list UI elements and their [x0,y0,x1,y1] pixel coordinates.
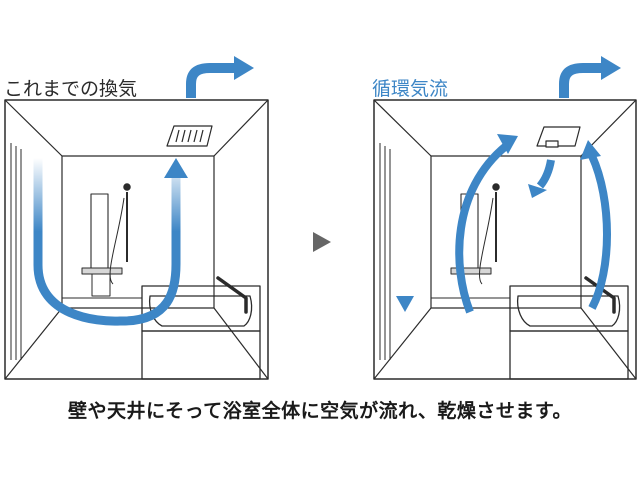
counter-shelf-before [81,267,123,275]
airflow-before [33,56,254,326]
shower-hose-after [478,197,494,285]
room-outline-before [4,99,269,380]
shower-head-before [123,183,131,191]
room-walls-before [4,99,269,380]
shower-head-after [492,183,500,191]
bathroom-before [4,99,269,380]
airflow-fan-down [536,159,555,189]
fan-vent-after [536,126,581,148]
exhaust-arrow-before [186,63,236,98]
fan-vent-before [166,125,213,147]
caption: 壁や天井にそって浴室全体に空気が流れ、乾燥させます。 [68,400,572,422]
grab-bar-after [584,276,616,314]
exhaust-arrowhead-before [234,56,254,80]
bathtub-before [141,285,261,380]
shower-hose-before [109,197,125,285]
room-walls-after [373,99,637,380]
airflow-after [396,56,621,314]
airflow-up-right-arrowhead [580,140,601,160]
next-triangle-icon [313,232,331,252]
airflow-up-right [588,154,611,310]
airflow-up-arrowhead [164,158,188,178]
airflow-up-left-arrowhead [497,134,518,154]
door-before [10,143,22,360]
counter-shelf-after [450,267,492,275]
airflow-wall-down-arrowhead [396,296,414,312]
exhaust-arrow-after [559,63,603,98]
airflow-u-path [33,158,181,326]
bathtub-after [509,285,629,380]
room-outline-after [373,99,637,380]
airflow-up-left [455,142,509,314]
door-after [379,143,391,360]
bathroom-after [373,99,637,380]
grab-bar-before [216,276,248,314]
label-before: これまでの換気 [4,78,138,100]
airflow-fan-down-arrowhead [528,184,547,198]
shower-panel-before [90,193,109,273]
exhaust-arrowhead-after [601,56,621,80]
label-after: 循環気流 [372,78,449,100]
counter-box-before [91,273,111,297]
